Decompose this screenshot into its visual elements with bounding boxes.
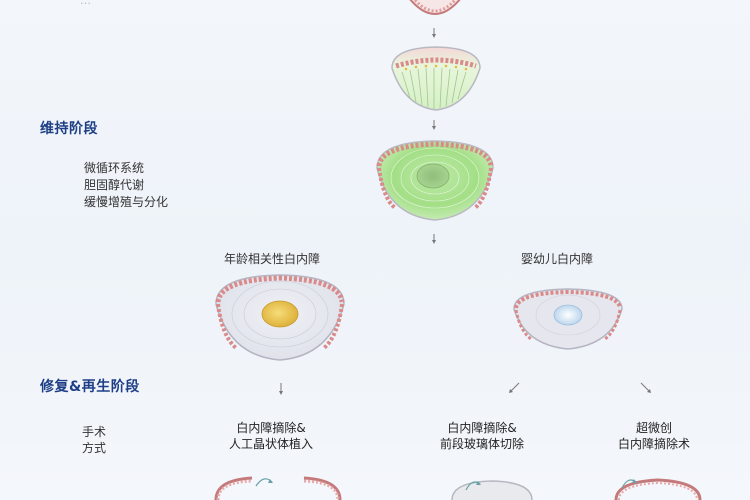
branch-label-age-related: 年龄相关性白内障 xyxy=(224,252,321,266)
stage-title-maintenance: 维持阶段 xyxy=(40,121,98,137)
surgery-method-line2: 方式 xyxy=(82,441,107,455)
lens-age-related-cataract xyxy=(215,274,345,361)
capsule-after-surgery-3 xyxy=(614,478,702,500)
procedure-2-line1: 白内障摘除& xyxy=(447,421,517,435)
arrow-to-procedure-3 xyxy=(640,382,651,393)
note-microcirculation: 微循环系统 xyxy=(84,161,145,175)
surgery-method-line1: 手术 xyxy=(82,425,107,439)
capsule-after-surgery-2 xyxy=(451,480,533,500)
procedure-label-2: 白内障摘除& 前段玻璃体切除 xyxy=(440,420,524,452)
arrow-to-procedure-2 xyxy=(509,382,520,393)
branch-label-infantile: 婴幼儿白内障 xyxy=(521,252,594,266)
arrow-down-3 xyxy=(432,234,436,244)
procedure-1-line1: 白内障摘除& xyxy=(236,421,306,435)
surgery-method-label: 手术 方式 xyxy=(82,424,106,456)
procedure-3-line1: 超微创 xyxy=(636,421,673,435)
lens-stage-2 xyxy=(376,140,494,221)
cropped-top-text: … xyxy=(80,0,91,7)
arrow-down-2 xyxy=(432,120,436,130)
maintenance-notes: 微循环系统 胆固醇代谢 缓慢增殖与分化 xyxy=(84,160,168,211)
arrow-to-procedure-1 xyxy=(279,383,283,395)
procedure-1-line2: 人工晶状体植入 xyxy=(229,437,314,451)
lens-infantile-cataract xyxy=(513,288,623,350)
capsule-after-surgery-1 xyxy=(214,476,342,500)
stage-title-repair: 修复&再生阶段 xyxy=(40,379,140,395)
lens-stage-0 xyxy=(409,0,461,15)
procedure-label-1: 白内障摘除& 人工晶状体植入 xyxy=(229,420,313,452)
procedure-3-line2: 白内障摘除术 xyxy=(618,437,691,451)
procedure-2-line2: 前段玻璃体切除 xyxy=(440,437,525,451)
note-cholesterol: 胆固醇代谢 xyxy=(84,178,145,192)
procedure-label-3: 超微创 白内障摘除术 xyxy=(618,420,690,452)
lens-stage-1 xyxy=(391,46,481,111)
arrow-down-1 xyxy=(432,28,436,38)
note-proliferation: 缓慢增殖与分化 xyxy=(84,195,169,209)
